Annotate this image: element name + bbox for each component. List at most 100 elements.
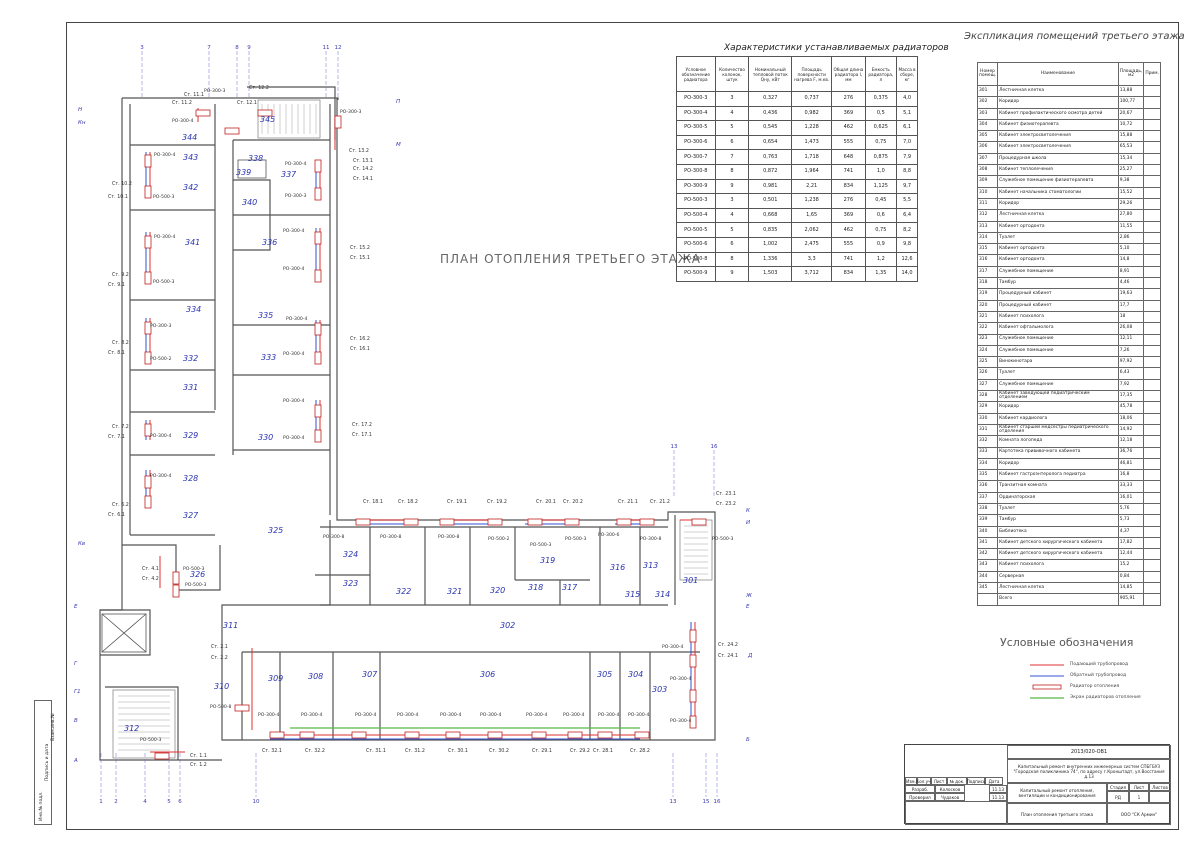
- table-cell: 325: [976, 356, 999, 369]
- table-cell: 7,9: [896, 149, 918, 165]
- legend-title: Условные обозначения: [1000, 636, 1134, 649]
- radiator-mark: [234, 704, 250, 712]
- table-cell: [1143, 152, 1161, 166]
- room-number: 344: [182, 133, 197, 142]
- radiator-label: РО-500-2: [488, 536, 509, 542]
- radiator-label: РО-300-4: [670, 676, 691, 682]
- table-cell: 313: [976, 220, 999, 233]
- table-cell: 100,77: [1117, 96, 1145, 109]
- radiator-mark: [689, 715, 697, 729]
- axis-letter: Г: [74, 661, 78, 667]
- axis-letter: Е: [746, 604, 750, 610]
- table-cell: [1143, 582, 1161, 595]
- radiator-label: РО-300-4: [283, 266, 304, 272]
- stamp-empty: [905, 801, 1007, 825]
- table-cell: 0,501: [748, 193, 793, 209]
- table-cell: 14,0: [896, 266, 918, 282]
- riser-label: Ст. 19.1: [447, 499, 467, 505]
- supply-pipe-symbol: [1030, 662, 1064, 668]
- radiator-table-title: Характеристики устанавливаемых радиаторо…: [724, 43, 949, 53]
- table-cell: РО-300-4: [676, 105, 716, 122]
- table-cell: Коридор: [997, 457, 1119, 471]
- table-cell: 0,6: [864, 207, 898, 224]
- table-cell: [1143, 277, 1161, 290]
- table-cell: РО-500-8: [676, 251, 716, 268]
- radiator-table-header: Площадь поверхности нагрева F, м.кв.: [791, 56, 833, 92]
- table-cell: 1,228: [791, 120, 833, 136]
- room-number: 323: [343, 579, 358, 588]
- riser-label: Ст. 29.1: [532, 748, 552, 754]
- axis-letter: А: [73, 758, 78, 764]
- table-cell: 301: [976, 84, 999, 98]
- table-cell: 0,654: [748, 134, 793, 151]
- table-cell: 320: [976, 299, 999, 312]
- table-cell: Кабинет теплолечения: [997, 164, 1119, 177]
- table-cell: Служебное помещение: [997, 333, 1119, 346]
- riser-label: Ст. 8.2: [112, 340, 129, 346]
- axis-letter: Д: [747, 653, 753, 659]
- table-cell: 318: [976, 277, 999, 290]
- table-cell: [1143, 322, 1161, 335]
- table-cell: 555: [831, 134, 866, 151]
- table-cell: 339: [976, 514, 999, 527]
- riser-label: Ст. 18.1: [363, 499, 383, 505]
- table-cell: 15,2: [1117, 559, 1145, 572]
- riser-label: Ст. 23.2: [716, 501, 736, 507]
- project-code: 2013/020-ОВ1: [1007, 745, 1171, 759]
- table-cell: Лестничная клетка: [997, 209, 1119, 222]
- radiator-label: РО-300-8: [640, 536, 661, 542]
- room-number: 321: [447, 587, 462, 596]
- table-cell: [1143, 401, 1161, 414]
- room-number: 345: [260, 115, 275, 124]
- table-cell: [1143, 514, 1161, 527]
- radiator-mark: [224, 127, 240, 135]
- table-cell: Кабинет психолога: [997, 559, 1119, 572]
- table-cell: 5,73: [1117, 514, 1145, 527]
- table-cell: [1143, 254, 1161, 267]
- table-cell: Кабинет профилактического осмотра детей: [997, 107, 1119, 120]
- radiator-label: РО-300-6: [598, 532, 619, 538]
- riser-label: Ст. 23.1: [716, 491, 736, 497]
- radiator-mark: [172, 571, 180, 585]
- room-number: 327: [183, 511, 199, 520]
- radiator-mark: [172, 584, 180, 598]
- table-cell: Процедурный кабинет: [997, 288, 1119, 301]
- table-cell: 0,982: [791, 105, 833, 122]
- riser-label: Ст. 8.1: [108, 350, 125, 356]
- table-cell: 343: [976, 559, 999, 572]
- radiator-mark: [527, 518, 543, 526]
- table-cell: 342: [976, 548, 999, 561]
- table-cell: 316: [976, 254, 999, 267]
- axis-number: 1: [99, 799, 103, 805]
- room-number: 301: [683, 576, 698, 585]
- table-cell: 2,21: [791, 178, 833, 195]
- table-cell: [1143, 536, 1161, 550]
- table-cell: 29,26: [1117, 197, 1145, 211]
- table-cell: 306: [976, 141, 999, 154]
- room-number: 341: [185, 238, 200, 247]
- table-cell: Тамбур: [997, 277, 1119, 290]
- table-cell: [1143, 175, 1161, 188]
- company: ООО "СК Армин": [1107, 803, 1171, 825]
- radiator-mark: [154, 752, 170, 760]
- table-cell: Кабинет заведующей педиатрическим отделе…: [997, 390, 1119, 403]
- radiator-table-header: Общая длина радиатора l, мм: [831, 56, 866, 92]
- table-cell: 0,737: [791, 91, 833, 107]
- table-cell: 5,1: [896, 105, 918, 122]
- table-cell: 0,625: [864, 120, 898, 136]
- riser-label: Ст. 24.1: [718, 653, 738, 659]
- table-cell: 0,668: [748, 207, 793, 224]
- table-cell: [1143, 356, 1161, 369]
- room-number: 334: [186, 305, 201, 314]
- table-cell: 12,44: [1117, 548, 1145, 561]
- table-cell: [1143, 344, 1161, 358]
- table-cell: 3,712: [791, 266, 833, 282]
